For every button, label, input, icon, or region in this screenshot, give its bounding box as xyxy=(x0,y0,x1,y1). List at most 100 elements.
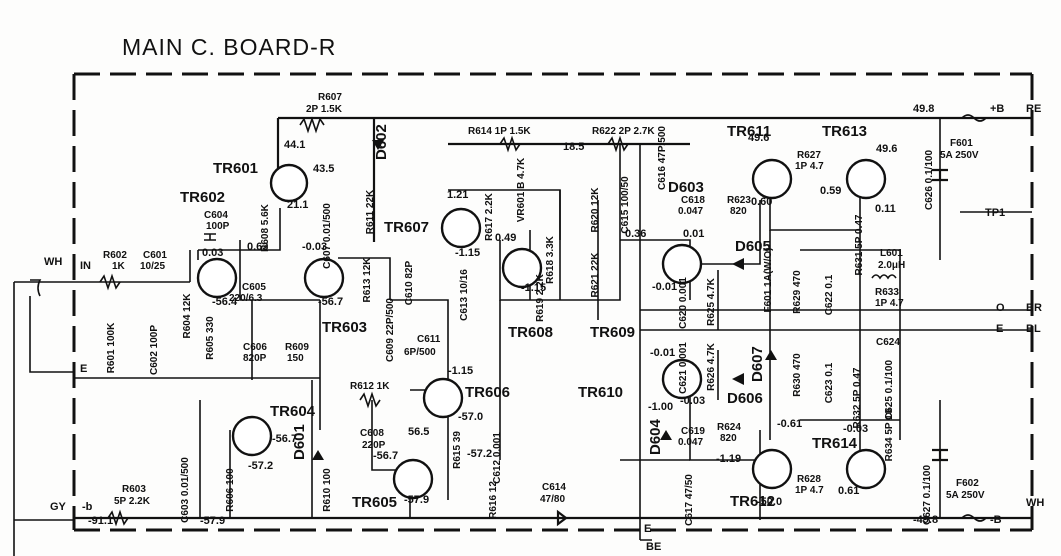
label-v036: 0.36 xyxy=(625,228,646,240)
label-v001a: 0.01 xyxy=(683,228,704,240)
label-v115b: -1.15 xyxy=(521,282,546,294)
label-r602: R602 xyxy=(103,250,127,261)
label-tp1: TP1 xyxy=(985,207,1005,219)
label-wh1: WH xyxy=(44,256,62,268)
label-r628v: 1P 4.7 xyxy=(795,485,824,496)
label-v061a: -0.61 xyxy=(777,418,802,430)
vlabel-r613: R613 12K xyxy=(362,257,373,303)
label-v003d: -0.03 xyxy=(843,423,868,435)
label-br: BR xyxy=(1026,302,1042,314)
resistor-r622 xyxy=(607,135,629,153)
label-v060: 0.60 xyxy=(751,196,772,208)
vlabel-c616: C616 47P/500 xyxy=(657,126,668,190)
label-r602v: 1K xyxy=(112,261,126,272)
label-c614: C614 xyxy=(542,482,566,493)
vlabel-r610: R610 100 xyxy=(322,468,333,512)
vlabel-c625: C625 0.1/100 xyxy=(884,360,895,420)
diode-d605 xyxy=(732,258,744,270)
label-mb: -B xyxy=(990,514,1002,526)
transistor-tr604 xyxy=(231,415,273,457)
label-v500: -50.0 xyxy=(757,496,782,508)
board-outline xyxy=(72,72,1034,532)
capacitor-c627 xyxy=(932,448,948,462)
vlabel-r620: R620 12K xyxy=(590,187,601,233)
label-e3: E xyxy=(996,323,1003,335)
label-f602: F602 xyxy=(956,478,979,489)
vlabel-r606: R606 100 xyxy=(225,468,236,512)
label-v211: 21.1 xyxy=(287,199,308,211)
diode-d606 xyxy=(732,373,744,385)
label-r627: R627 xyxy=(797,150,821,161)
label-r607: R607 xyxy=(318,92,342,103)
label-c604: C604 xyxy=(204,210,228,221)
vlabel-c621: C621 0.001 xyxy=(678,342,689,394)
label-r633: R633 xyxy=(875,287,899,298)
label-c619: C619 xyxy=(681,426,705,437)
label-v567c: -56.7 xyxy=(272,433,297,445)
vlabel-r619: R619 2.2K xyxy=(535,273,546,322)
label-r614: R614 1P 1.5K xyxy=(468,126,531,137)
fuse-f602 xyxy=(961,514,987,522)
label-c605: C605 xyxy=(242,282,266,293)
label-r623: R623 xyxy=(727,195,751,206)
label-v567b: -56.7 xyxy=(373,450,398,462)
label-f602v: 5A 250V xyxy=(946,490,985,501)
label-re: RE xyxy=(1026,103,1041,115)
vlabel-r608: R608 5.6K xyxy=(260,203,271,252)
vlabel-r630: R630 470 xyxy=(792,353,803,397)
vlabel-f601t: F601 1A(W/O) xyxy=(763,247,774,312)
label-tr609: TR609 xyxy=(590,324,635,341)
label-v059: 0.59 xyxy=(820,185,841,197)
label-e2: E xyxy=(644,523,651,535)
label-gy: GY xyxy=(50,501,67,513)
label-d604: D604 xyxy=(647,418,664,455)
label-v001c: -0.01 xyxy=(650,347,675,359)
resistor-r603 xyxy=(107,509,129,527)
label-c614v: 47/80 xyxy=(540,494,565,505)
label-v564: -56.4 xyxy=(212,296,238,308)
vlabel-c609: C609 22P/500 xyxy=(385,298,396,362)
label-c608v: 220P xyxy=(362,440,386,451)
label-c608: C608 xyxy=(360,428,384,439)
label-tr611: TR611 xyxy=(727,123,771,140)
fuse-f601 xyxy=(961,114,987,122)
label-r628: R628 xyxy=(797,474,821,485)
transistor-tr614 xyxy=(845,448,887,490)
label-tr610: TR610 xyxy=(578,384,623,401)
capacitor-c604 xyxy=(204,233,216,241)
vlabel-c626: C626 0.1/100 xyxy=(924,150,935,210)
label-r633v: 1P 4.7 xyxy=(875,298,904,309)
label-c604v: 100P xyxy=(206,221,230,232)
label-d607: D607 xyxy=(749,346,766,382)
transistor-tr610 xyxy=(661,358,703,400)
label-r624v: 820 xyxy=(720,433,737,444)
label-v003b: 0.03 xyxy=(202,247,223,259)
label-v185: 18.5 xyxy=(563,141,584,153)
label-v496b: 49.6 xyxy=(876,143,897,155)
label-r624: R624 xyxy=(717,422,741,433)
label-f601: F601 xyxy=(950,138,973,149)
label-v911: -91.1 xyxy=(88,515,113,527)
label-r603v: 5P 2.2K xyxy=(114,496,151,507)
label-r609: R609 xyxy=(285,342,309,353)
transistor-tr611 xyxy=(751,158,793,200)
vlabel-c623: C623 0.1 xyxy=(824,362,835,403)
label-v100: -1.00 xyxy=(648,401,673,413)
label-v063: 0.63 xyxy=(247,241,268,253)
label-v115c: -1.15 xyxy=(448,365,473,377)
vlabel-r634: R634 5P 10 xyxy=(884,408,895,461)
vlabel-r616: R616 12 xyxy=(488,481,499,519)
label-v567: -56.7 xyxy=(318,296,343,308)
label-v115a: -1.15 xyxy=(455,247,480,259)
label-v003a: -0.03 xyxy=(302,241,327,253)
label-f601v: 5A 250V xyxy=(940,150,979,161)
vlabel-c620: C620 0.001 xyxy=(678,277,689,329)
label-c624: C624 xyxy=(876,337,900,348)
vlabel-c622: C622 0.1 xyxy=(824,274,835,315)
transistor-tr601 xyxy=(269,163,309,203)
transistor-tr607 xyxy=(440,207,482,249)
vlabel-c627: C627 0.1/100 xyxy=(922,465,933,525)
label-v119: -1.19 xyxy=(716,453,741,465)
vlabel-c613: C613 10/16 xyxy=(459,269,470,321)
